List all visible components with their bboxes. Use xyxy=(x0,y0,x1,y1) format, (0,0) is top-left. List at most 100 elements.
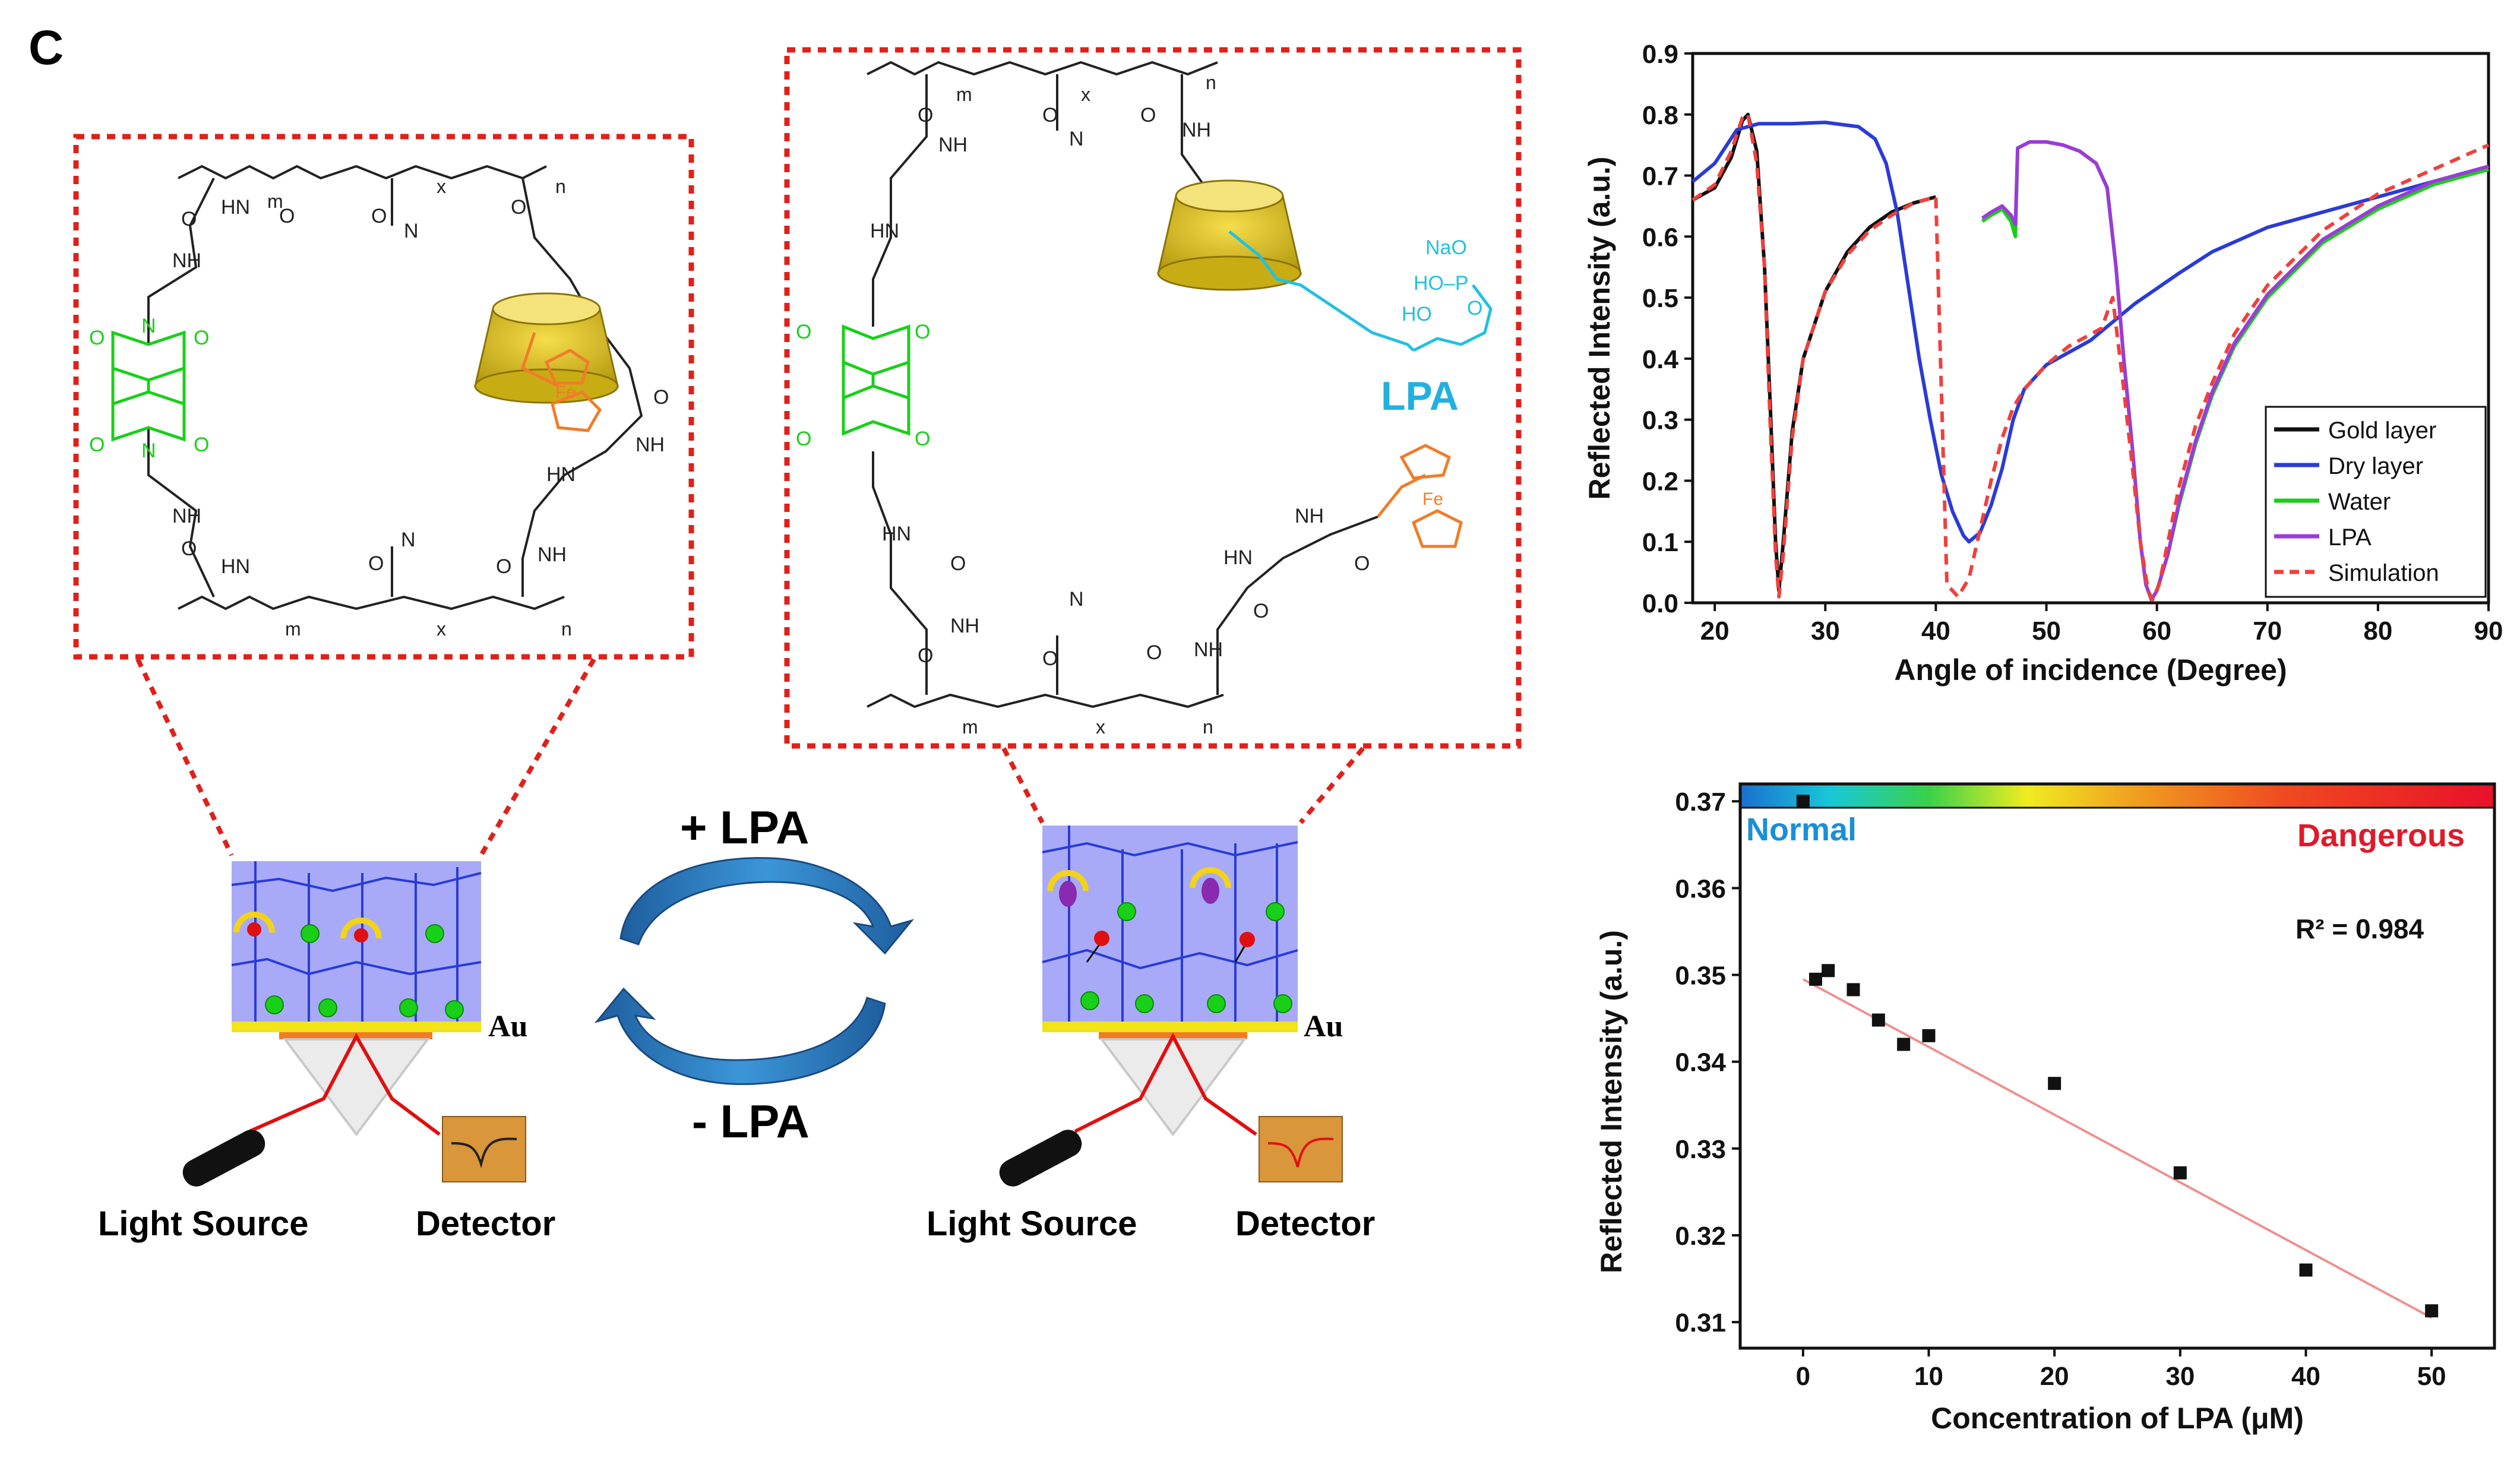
x-tick-label: 60 xyxy=(2142,616,2171,646)
atom-label-o: O xyxy=(796,321,811,343)
atom-label-n: N xyxy=(1069,588,1084,611)
data-point xyxy=(1796,795,1810,808)
y-tick-label: 0.33 xyxy=(1675,1135,1726,1164)
detector-label: Detector xyxy=(416,1204,555,1243)
right-spr-setup: Au Light Source Detector xyxy=(927,826,1375,1243)
gold-film xyxy=(232,1022,481,1032)
atom-label-hn: HN xyxy=(546,463,576,486)
au-label: Au xyxy=(1304,1010,1343,1043)
x-axis-label: Angle of incidence (Degree) xyxy=(1894,653,2287,687)
risk-colorbar xyxy=(1739,783,2496,809)
y-tick-label: 0.31 xyxy=(1675,1308,1726,1337)
atom-label-o: O xyxy=(915,428,930,450)
host-guest-complex-icon xyxy=(1047,867,1231,907)
prism xyxy=(1099,1038,1247,1137)
data-point xyxy=(1897,1038,1911,1051)
atom-label-hn: HN xyxy=(1223,546,1253,569)
x-tick-label: 20 xyxy=(2040,1362,2069,1391)
x-tick-label: 50 xyxy=(2032,616,2061,646)
atom-label-o: O xyxy=(1140,104,1156,127)
x-tick-label: 0 xyxy=(1796,1362,1810,1391)
legend-entry: Gold layer xyxy=(2328,418,2436,444)
left-structure-box: O O O O N N HN NH O O O N O NH HN O NH H… xyxy=(73,134,694,660)
series-line-lpa xyxy=(1981,140,2489,602)
atom-label-o: O xyxy=(1146,641,1162,664)
y-axis-ticks: 0.00.10.20.30.40.50.60.70.80.9 xyxy=(1642,40,1693,618)
atom-label-o: O xyxy=(194,434,209,456)
add-lpa-label: + LPA xyxy=(680,801,809,853)
forward-arrow-icon xyxy=(619,857,915,955)
x-tick-label: 30 xyxy=(1811,616,1840,646)
gold-film xyxy=(1042,1022,1298,1032)
x-tick-label: 50 xyxy=(2417,1362,2446,1391)
y-axis-ticks: 0.310.320.330.340.350.360.37 xyxy=(1675,788,1740,1337)
atom-label-o: O xyxy=(796,428,811,450)
data-point xyxy=(1822,964,1835,978)
data-points xyxy=(1796,795,2439,1318)
atom-label-fe: Fe xyxy=(1422,489,1443,509)
detector-icon xyxy=(1259,1116,1343,1182)
atom-label-n: N xyxy=(141,439,156,462)
host-guest-complex-icon xyxy=(233,912,382,943)
remove-lpa-label: - LPA xyxy=(692,1095,810,1147)
y-tick-label: 0.4 xyxy=(1642,345,1679,374)
y-axis-label: Reflected Intensity (a.u.) xyxy=(1583,157,1616,500)
y-tick-label: 0.36 xyxy=(1675,874,1726,903)
y-tick-label: 0.6 xyxy=(1642,223,1678,252)
y-tick-label: 0.7 xyxy=(1642,162,1678,191)
atom-label-n: N xyxy=(404,220,419,242)
atom-label-n: N xyxy=(141,315,156,337)
y-tick-label: 0.37 xyxy=(1675,788,1726,817)
atom-label-ho: HO xyxy=(1402,303,1432,325)
atom-label-nh: NH xyxy=(1194,638,1223,661)
y-tick-label: 0.8 xyxy=(1642,101,1678,130)
y-tick-label: 0.32 xyxy=(1675,1222,1726,1251)
y-tick-label: 0.5 xyxy=(1642,284,1678,313)
data-point xyxy=(1922,1029,1936,1042)
prism xyxy=(283,1038,430,1137)
atom-label-hn: HN xyxy=(221,196,250,219)
atom-label-n: N xyxy=(401,529,416,551)
cyclodextrin-icon xyxy=(1157,179,1302,291)
y-axis-label: Reflected Intensity (a.u.) xyxy=(1595,930,1628,1273)
atom-label-o: O xyxy=(1042,104,1058,127)
colorbar-label-dangerous: Dangerous xyxy=(2297,818,2465,853)
x-tick-label: 70 xyxy=(2253,616,2282,646)
panel-label: C xyxy=(29,21,64,75)
subscript-n: n xyxy=(561,618,572,640)
atom-label-o: O xyxy=(368,552,384,575)
data-point xyxy=(1871,1013,1885,1027)
y-tick-label: 0.9 xyxy=(1642,40,1678,69)
cyclobutane-dimer-icon xyxy=(111,330,186,442)
crosslink-dots xyxy=(1080,902,1292,1013)
data-point xyxy=(1846,983,1860,997)
atom-label-o: O xyxy=(371,205,387,227)
ferrocene-icon xyxy=(1377,444,1463,548)
light-source-icon xyxy=(999,1130,1082,1187)
subscript-n: n xyxy=(1203,716,1213,738)
legend-entry: Simulation xyxy=(2328,560,2439,586)
atom-label-o: O xyxy=(89,327,105,349)
data-point xyxy=(2299,1263,2313,1277)
cyclobutane-dimer-icon xyxy=(842,324,910,436)
subscript-x: x xyxy=(437,618,446,640)
y-tick-label: 0.1 xyxy=(1642,528,1678,557)
y-tick-label: 0.3 xyxy=(1642,406,1678,435)
legend-entry: Water xyxy=(2328,489,2391,515)
atom-label-nh: NH xyxy=(950,615,979,637)
x-tick-label: 30 xyxy=(2165,1362,2195,1391)
y-tick-label: 0.35 xyxy=(1675,962,1726,991)
series-line-simulation xyxy=(1691,112,2490,602)
atom-label-o: O xyxy=(915,321,930,343)
hydrogel-layer xyxy=(1042,826,1298,1022)
atom-label-o: O xyxy=(496,555,511,578)
x-tick-label: 80 xyxy=(2363,616,2392,646)
x-tick-label: 40 xyxy=(1921,616,1950,646)
atom-label-nh: NH xyxy=(537,543,567,566)
atom-label-hn: HN xyxy=(221,555,250,578)
atom-label-o: O xyxy=(1042,647,1058,670)
